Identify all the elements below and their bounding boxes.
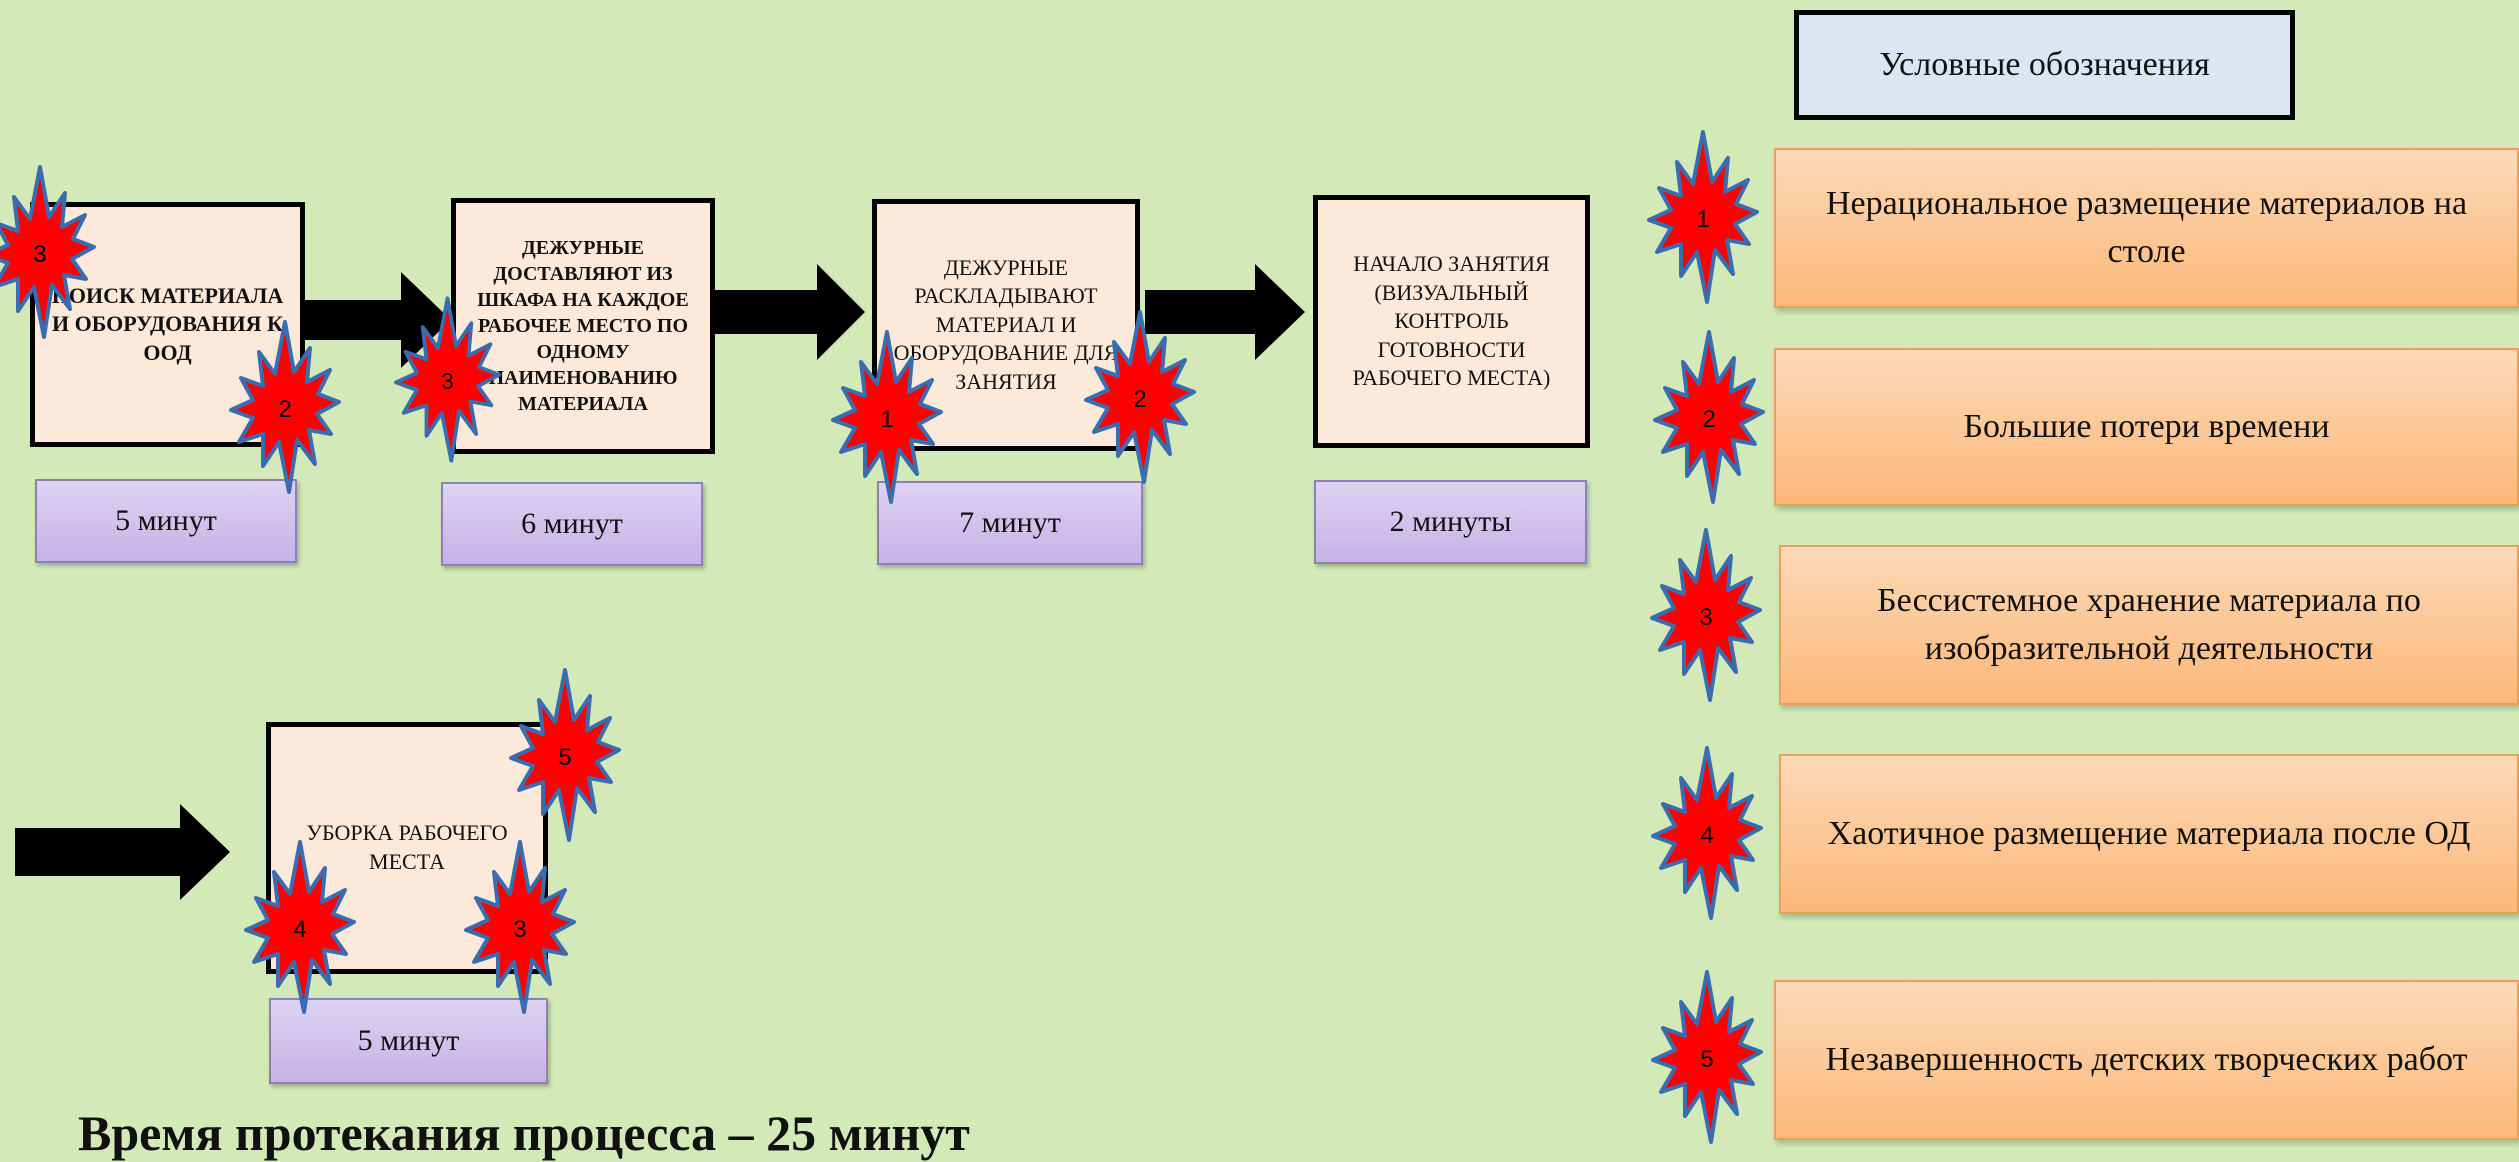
right-arrow-icon	[1145, 264, 1305, 360]
step-5-duration: 5 минут	[269, 998, 548, 1084]
process-step-2-text: ДЕЖУРНЫЕ ДОСТАВЛЯЮТ ИЗ ШКАФА НА КАЖДОЕ Р…	[477, 237, 689, 415]
svg-text:2: 2	[278, 396, 291, 423]
legend-marker-2: 2	[1653, 330, 1765, 504]
step-2-duration: 6 минут	[441, 482, 703, 566]
step-1-duration: 5 минут	[35, 479, 297, 563]
right-arrow-icon	[305, 272, 451, 368]
legend-item-3: Бессистемное хранение материала по изобр…	[1779, 545, 2519, 705]
legend-title: Условные обозначения	[1794, 10, 2295, 120]
legend-item-1: Нерациональное размещение материалов на …	[1774, 148, 2519, 308]
process-step-5-text: УБОРКА РАБОЧЕГО МЕСТА	[306, 820, 508, 874]
svg-text:2: 2	[1133, 386, 1146, 413]
svg-text:3: 3	[33, 241, 46, 268]
process-step-1: ПОИСК МАТЕРИАЛА И ОБОРУДОВАНИЯ К ООД	[30, 202, 305, 447]
problem-marker-3: 3	[0, 165, 96, 339]
legend-item-2: Большие потери времени	[1774, 348, 2519, 506]
svg-text:2: 2	[1702, 406, 1715, 433]
svg-text:4: 4	[293, 916, 306, 943]
svg-text:5: 5	[1700, 1046, 1713, 1073]
legend-marker-5: 5	[1651, 970, 1763, 1144]
right-arrow-icon	[715, 264, 865, 360]
process-step-4-text: НАЧАЛО ЗАНЯТИЯ (ВИЗУАЛЬНЫЙ КОНТРОЛЬ ГОТО…	[1352, 251, 1551, 391]
svg-text:1: 1	[880, 406, 893, 433]
process-step-4: НАЧАЛО ЗАНЯТИЯ (ВИЗУАЛЬНЫЙ КОНТРОЛЬ ГОТО…	[1313, 195, 1590, 448]
svg-text:3: 3	[1699, 604, 1712, 631]
svg-text:3: 3	[441, 368, 454, 394]
problem-marker-4: 4	[244, 840, 356, 1014]
process-step-1-text: ПОИСК МАТЕРИАЛА И ОБОРУДОВАНИЯ К ООД	[51, 282, 284, 365]
process-step-3-text: ДЕЖУРНЫЕ РАСКЛАДЫВАЮТ МАТЕРИАЛ И ОБОРУДО…	[893, 254, 1119, 394]
problem-marker-5: 5	[509, 668, 621, 842]
process-step-2: ДЕЖУРНЫЕ ДОСТАВЛЯЮТ ИЗ ШКАФА НА КАЖДОЕ Р…	[451, 198, 715, 454]
legend-item-5: Незавершенность детских творческих работ	[1774, 980, 2519, 1140]
total-time-caption: Время протекания процесса – 25 минут	[78, 1105, 970, 1161]
legend-item-4: Хаотичное размещение материала после ОД	[1779, 754, 2519, 914]
svg-text:3: 3	[513, 916, 526, 943]
problem-marker-1: 1	[831, 330, 943, 504]
problem-marker-3: 3	[394, 296, 501, 463]
legend-marker-1: 1	[1647, 130, 1759, 304]
svg-text:5: 5	[558, 744, 571, 771]
svg-text:1: 1	[1696, 206, 1709, 233]
step-3-duration: 7 минут	[877, 481, 1143, 565]
step-4-duration: 2 минуты	[1314, 480, 1587, 564]
svg-text:4: 4	[1700, 822, 1713, 849]
problem-marker-3: 3	[464, 840, 576, 1014]
problem-marker-2: 2	[1084, 310, 1196, 484]
legend-marker-3: 3	[1650, 528, 1762, 702]
problem-marker-2: 2	[229, 320, 341, 494]
legend-marker-4: 4	[1651, 746, 1763, 920]
right-arrow-icon	[15, 804, 230, 900]
